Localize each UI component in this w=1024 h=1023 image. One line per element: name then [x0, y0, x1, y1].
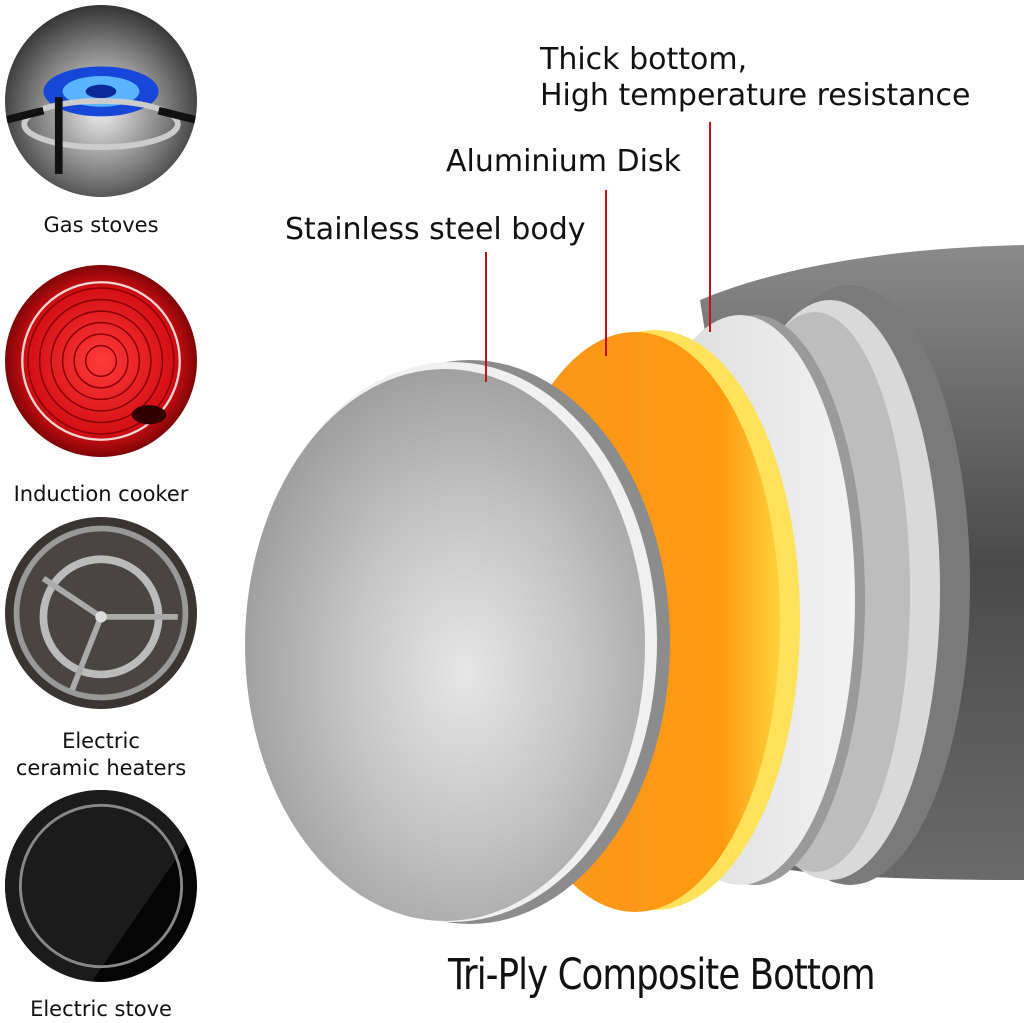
electric-stove-icon — [5, 790, 197, 982]
thick-bottom-callout: Thick bottom, High temperature resistanc… — [540, 42, 970, 114]
tri-ply-bottom-illustration — [245, 122, 1024, 924]
gas-burner-icon — [5, 5, 197, 197]
stove-label-gas: Gas stoves — [43, 213, 159, 237]
callout-lines — [485, 122, 711, 382]
induction-coil-icon — [5, 265, 197, 457]
callout-line-text: High temperature resistance — [540, 78, 971, 113]
ceramic-heater-icon — [5, 517, 197, 709]
stove-label-line: Electric — [62, 729, 140, 753]
stainless-steel-layer — [245, 360, 670, 924]
page-title: Tri-Ply Composite Bottom — [448, 950, 876, 1000]
stove-label-line: ceramic heaters — [15, 756, 187, 780]
stove-label-induction: Induction cooker — [13, 482, 189, 506]
stove-label-electric: Electric stove — [30, 997, 172, 1021]
stove-label-ceramic: Electric ceramic heaters — [0, 728, 202, 782]
callout-line-text: Thick bottom, — [540, 42, 748, 77]
stainless-steel-callout: Stainless steel body — [285, 212, 586, 247]
aluminium-disk-callout: Aluminium Disk — [446, 144, 681, 179]
